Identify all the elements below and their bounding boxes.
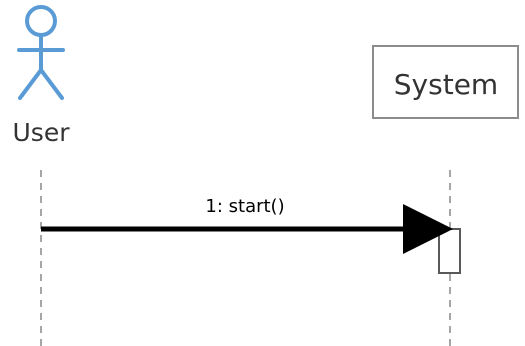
object-label-system: System xyxy=(394,68,498,101)
object-box-system xyxy=(372,45,519,119)
stick-figure-icon xyxy=(17,5,65,100)
message-label: 1: start() xyxy=(205,196,284,217)
object-system[interactable]: System xyxy=(372,45,519,119)
message-start[interactable]: 1: start() xyxy=(41,196,453,254)
actor-user[interactable]: User xyxy=(13,5,71,147)
activation-bar-system xyxy=(438,228,461,274)
actor-label-user: User xyxy=(13,118,71,147)
